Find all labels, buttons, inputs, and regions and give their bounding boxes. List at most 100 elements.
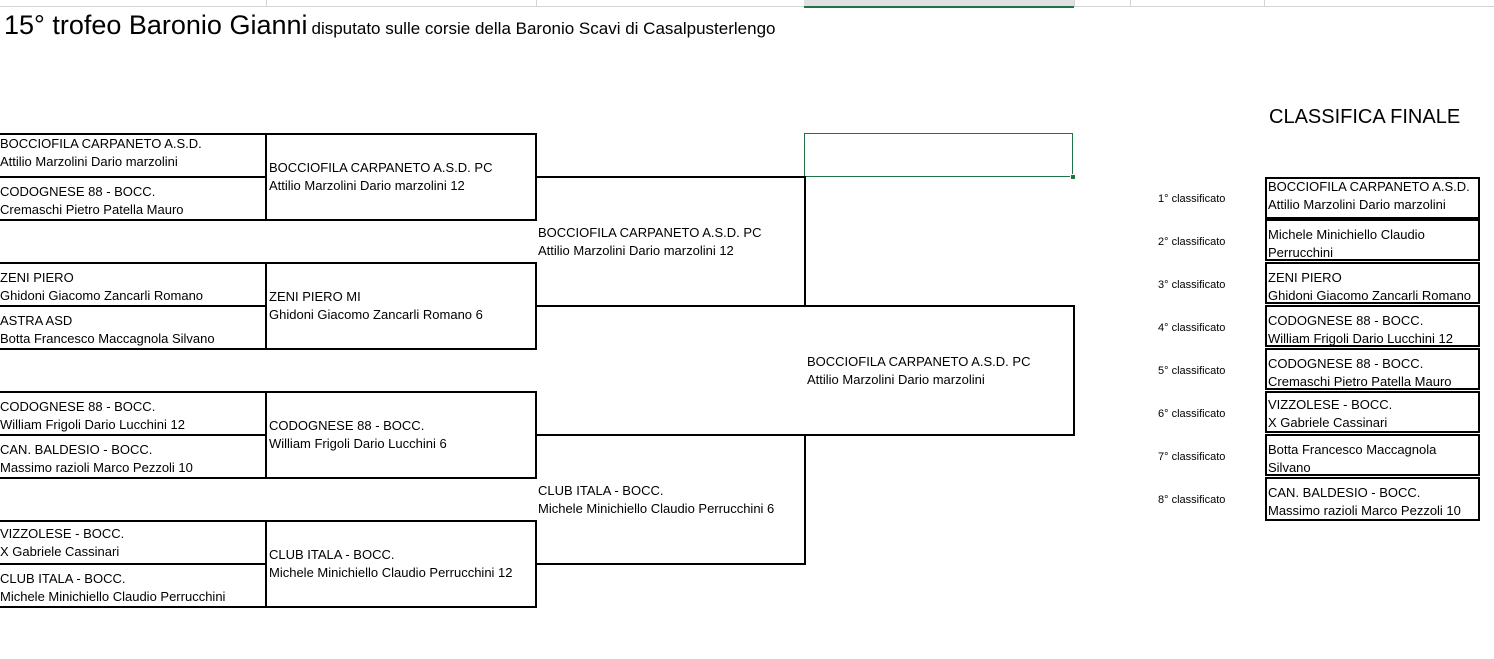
entry-line: CODOGNESE 88 - BOCC. [1268, 313, 1424, 328]
final-cell[interactable]: BOCCIOFILA CARPANETO A.S.D. PC Attilio M… [807, 353, 1030, 389]
bracket-line [0, 520, 537, 522]
team-name: VIZZOLESE - BOCC. [0, 526, 125, 541]
team-players: Ghidoni Giacomo Zancarli Romano 6 [269, 307, 483, 322]
team-name: CAN. BALDESIO - BOCC. [0, 442, 153, 457]
team-players: Botta Francesco Maccagnola Silvano [0, 331, 215, 346]
classifica-entry-8: CAN. BALDESIO - BOCC. Massimo razioli Ma… [1268, 484, 1461, 520]
classifica-entry-7: Botta Francesco Maccagnola Silvano [1268, 441, 1436, 477]
classifica-entry-4: CODOGNESE 88 - BOCC. William Frigoli Dar… [1268, 312, 1453, 348]
entry-line: BOCCIOFILA CARPANETO A.S.D. [1268, 179, 1470, 194]
round1-cell-7[interactable]: VIZZOLESE - BOCC. X Gabriele Cassinari [0, 525, 124, 561]
classifica-entry-1: BOCCIOFILA CARPANETO A.S.D. Attilio Marz… [1268, 178, 1470, 214]
round1-cell-6[interactable]: CAN. BALDESIO - BOCC. Massimo razioli Ma… [0, 441, 193, 477]
classifica-entry-6: VIZZOLESE - BOCC. X Gabriele Cassinari [1268, 396, 1392, 432]
tournament-subtitle: disputato sulle corsie della Baronio Sca… [311, 19, 776, 38]
entry-line: Botta Francesco Maccagnola [1268, 442, 1437, 457]
place-label: 4° classificato [1158, 322, 1226, 334]
classifica-box-2[interactable] [1265, 219, 1480, 261]
round1-cell-4[interactable]: ASTRA ASD Botta Francesco Maccagnola Sil… [0, 312, 215, 348]
place-label: 3° classificato [1158, 279, 1226, 291]
column-header-strip [0, 0, 1494, 7]
classifica-entry-5: CODOGNESE 88 - BOCC. Cremaschi Pietro Pa… [1268, 355, 1452, 391]
team-players: William Frigoli Dario Lucchini 12 [0, 417, 185, 432]
bracket-line [1073, 305, 1075, 436]
entry-line: Massimo razioli Marco Pezzoli 10 [1268, 503, 1461, 518]
bracket-line [265, 262, 267, 350]
round1-cell-2[interactable]: CODOGNESE 88 - BOCC. Cremaschi Pietro Pa… [0, 183, 184, 219]
column-separator [536, 0, 537, 6]
team-players: Attilio Marzolini Dario marzolini 12 [538, 243, 734, 258]
entry-line: Ghidoni Giacomo Zancarli Romano [1268, 288, 1472, 303]
team-players: Michele Minichiello Claudio Perrucchini [0, 589, 226, 604]
bracket-line [265, 133, 267, 221]
place-label: 6° classificato [1158, 408, 1226, 420]
classifica-entry-3: ZENI PIERO Ghidoni Giacomo Zancarli Roma… [1268, 269, 1471, 305]
column-separator [1074, 0, 1075, 6]
classifica-box-1[interactable] [1265, 177, 1480, 219]
bracket-line [0, 305, 266, 307]
classifica-box-6[interactable] [1265, 391, 1480, 433]
classifica-box-7[interactable] [1265, 434, 1480, 476]
team-name: CODOGNESE 88 - BOCC. [269, 418, 425, 433]
team-name: CODOGNESE 88 - BOCC. [0, 399, 156, 414]
place-label: 7° classificato [1158, 451, 1226, 463]
place-label: 5° classificato [1158, 365, 1226, 377]
team-name: CLUB ITALA - BOCC. [538, 483, 664, 498]
entry-line: Cremaschi Pietro Patella Mauro [1268, 374, 1452, 389]
place-label: 1° classificato [1158, 193, 1226, 205]
team-name: BOCCIOFILA CARPANETO A.S.D. [0, 136, 202, 151]
round2-cell-2[interactable]: ZENI PIERO MI Ghidoni Giacomo Zancarli R… [269, 288, 483, 324]
bracket-line [265, 520, 267, 608]
bracket-line [0, 348, 537, 350]
team-players: William Frigoli Dario Lucchini 6 [269, 436, 447, 451]
semifinal-cell-1[interactable]: BOCCIOFILA CARPANETO A.S.D. PC Attilio M… [538, 224, 761, 260]
semifinal-cell-2[interactable]: CLUB ITALA - BOCC. Michele Minichiello C… [538, 482, 774, 518]
team-players: Massimo razioli Marco Pezzoli 10 [0, 460, 193, 475]
selected-cell[interactable] [804, 133, 1073, 177]
entry-line: VIZZOLESE - BOCC. [1268, 397, 1393, 412]
bracket-line [0, 606, 537, 608]
fill-handle[interactable] [1070, 174, 1076, 180]
entry-line: Michele Minichiello Claudio [1268, 227, 1425, 242]
active-column-header[interactable] [804, 0, 1074, 8]
bracket-line [804, 434, 806, 565]
classifica-title[interactable]: CLASSIFICA FINALE [1269, 106, 1461, 128]
team-name: BOCCIOFILA CARPANETO A.S.D. PC [538, 225, 762, 240]
classifica-entry-2: Michele Minichiello Claudio Perrucchini [1268, 226, 1425, 262]
tournament-title: 15° trofeo Baronio Gianni [4, 10, 308, 40]
classifica-box-4[interactable] [1265, 305, 1480, 347]
round2-cell-3[interactable]: CODOGNESE 88 - BOCC. William Frigoli Dar… [269, 417, 447, 453]
place-label: 2° classificato [1158, 236, 1226, 248]
team-name: CLUB ITALA - BOCC. [0, 571, 126, 586]
place-label: 8° classificato [1158, 494, 1226, 506]
bracket-line [0, 434, 266, 436]
team-name: ZENI PIERO MI [269, 289, 361, 304]
entry-line: CODOGNESE 88 - BOCC. [1268, 356, 1424, 371]
team-players: Michele Minichiello Claudio Perrucchini … [538, 501, 775, 516]
entry-line: CAN. BALDESIO - BOCC. [1268, 485, 1421, 500]
classifica-box-5[interactable] [1265, 348, 1480, 390]
classifica-box-8[interactable] [1265, 477, 1480, 521]
round1-cell-1[interactable]: BOCCIOFILA CARPANETO A.S.D. Attilio Marz… [0, 135, 202, 171]
team-players: X Gabriele Cassinari [0, 544, 120, 559]
round1-cell-3[interactable]: ZENI PIERO Ghidoni Giacomo Zancarli Roma… [0, 269, 203, 305]
team-players: Attilio Marzolini Dario marzolini 12 [269, 178, 465, 193]
classifica-box-3[interactable] [1265, 262, 1480, 304]
round2-cell-4[interactable]: CLUB ITALA - BOCC. Michele Minichiello C… [269, 546, 513, 582]
team-players: Cremaschi Pietro Patella Mauro [0, 202, 184, 217]
bracket-line [0, 477, 537, 479]
entry-line: William Frigoli Dario Lucchini 12 [1268, 331, 1453, 346]
team-name: ASTRA ASD [0, 313, 73, 328]
entry-line: Perrucchini [1268, 245, 1334, 260]
round1-cell-5[interactable]: CODOGNESE 88 - BOCC. William Frigoli Dar… [0, 398, 185, 434]
bracket-line [0, 133, 537, 135]
round2-cell-1[interactable]: BOCCIOFILA CARPANETO A.S.D. PC Attilio M… [269, 159, 492, 195]
round1-cell-8[interactable]: CLUB ITALA - BOCC. Michele Minichiello C… [0, 570, 225, 606]
entry-line: Silvano [1268, 460, 1311, 475]
column-separator [266, 0, 267, 6]
bracket-line [0, 176, 266, 178]
bracket-line [265, 391, 267, 479]
team-players: Attilio Marzolini Dario marzolini [807, 372, 985, 387]
bracket-line [0, 563, 266, 565]
